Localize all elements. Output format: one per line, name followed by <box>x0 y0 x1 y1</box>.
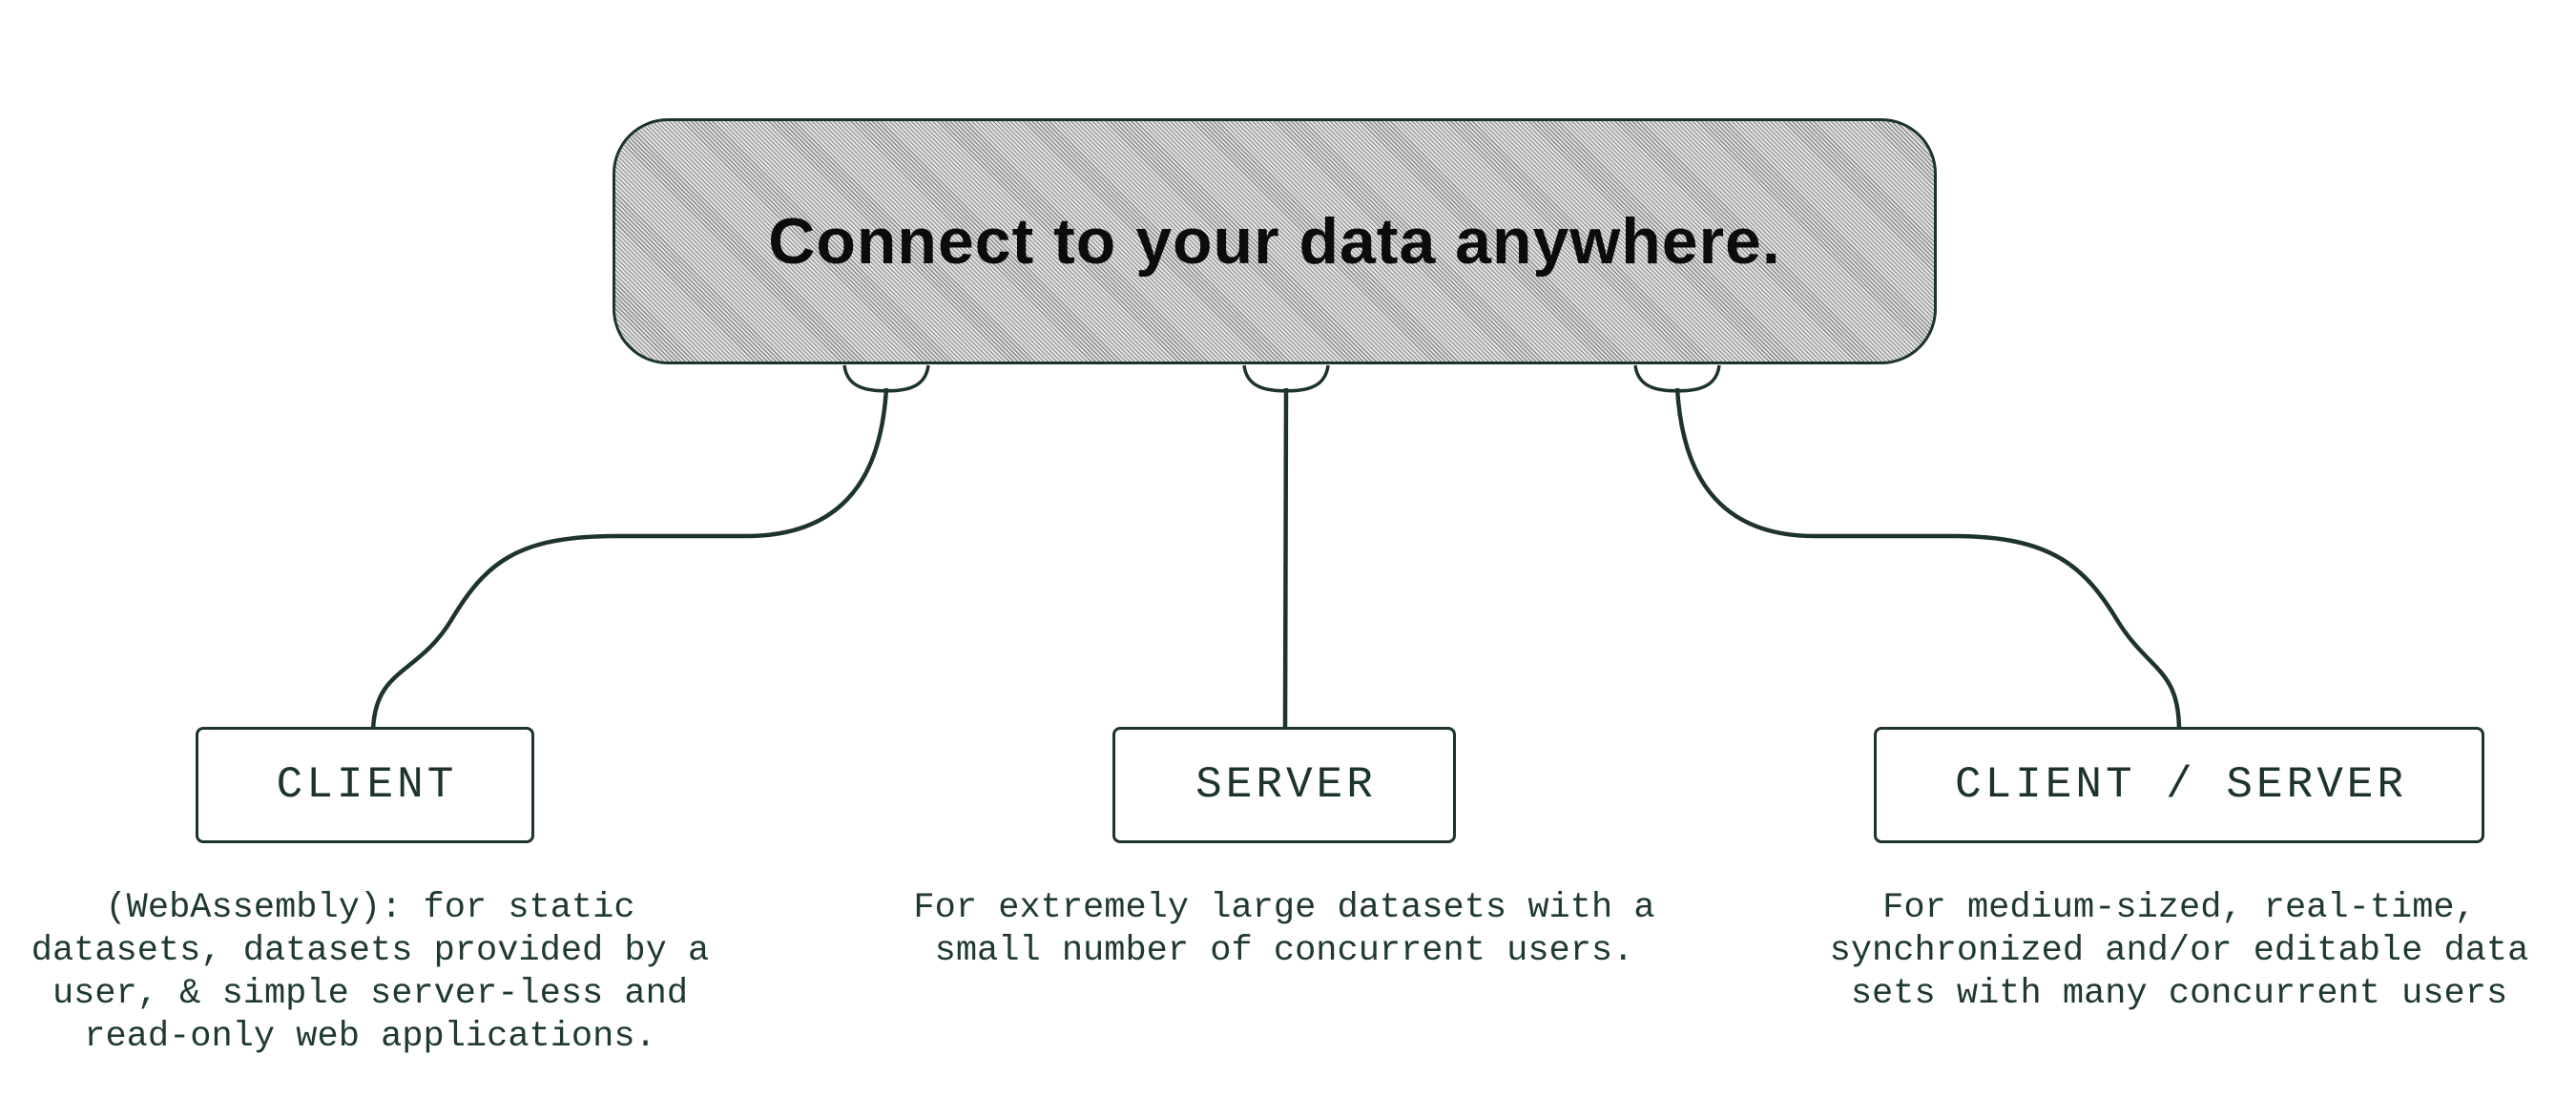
port-notch-middle <box>1242 364 1330 393</box>
desc-line: synchronized and/or editable data <box>1829 931 2529 971</box>
desc-line: user, & simple server-less and <box>52 974 689 1014</box>
banner-title: Connect to your data anywhere. <box>768 205 1781 278</box>
port-notch-left <box>842 364 930 393</box>
node-desc-client: (WebAssembly): for static datasets, data… <box>0 887 800 1059</box>
connector-server <box>1282 387 1289 732</box>
desc-line: small number of concurrent users. <box>934 931 1634 971</box>
desc-line: datasets, datasets provided by a <box>31 931 710 971</box>
desc-line: For extremely large datasets with a <box>913 888 1655 928</box>
desc-line: (WebAssembly): for static <box>105 888 635 928</box>
connector-client-server <box>1674 387 2182 732</box>
node-box-server: SERVER <box>1112 727 1456 843</box>
port-notch-right <box>1633 364 1721 393</box>
connector-client <box>370 387 889 732</box>
desc-line: read-only web applications. <box>84 1017 656 1057</box>
node-desc-server: For extremely large datasets with a smal… <box>855 887 1714 973</box>
desc-line: For medium-sized, real-time, <box>1882 888 2476 928</box>
node-label-client: CLIENT <box>276 760 458 810</box>
desc-line: sets with many concurrent users <box>1850 974 2508 1014</box>
node-label-client-server: CLIENT / SERVER <box>1954 760 2408 810</box>
node-label-server: SERVER <box>1195 760 1377 810</box>
node-box-client: CLIENT <box>196 727 534 843</box>
node-box-client-server: CLIENT / SERVER <box>1874 727 2484 843</box>
node-desc-client-server: For medium-sized, real-time, synchronize… <box>1750 887 2576 1016</box>
main-banner: Connect to your data anywhere. <box>613 118 1937 364</box>
